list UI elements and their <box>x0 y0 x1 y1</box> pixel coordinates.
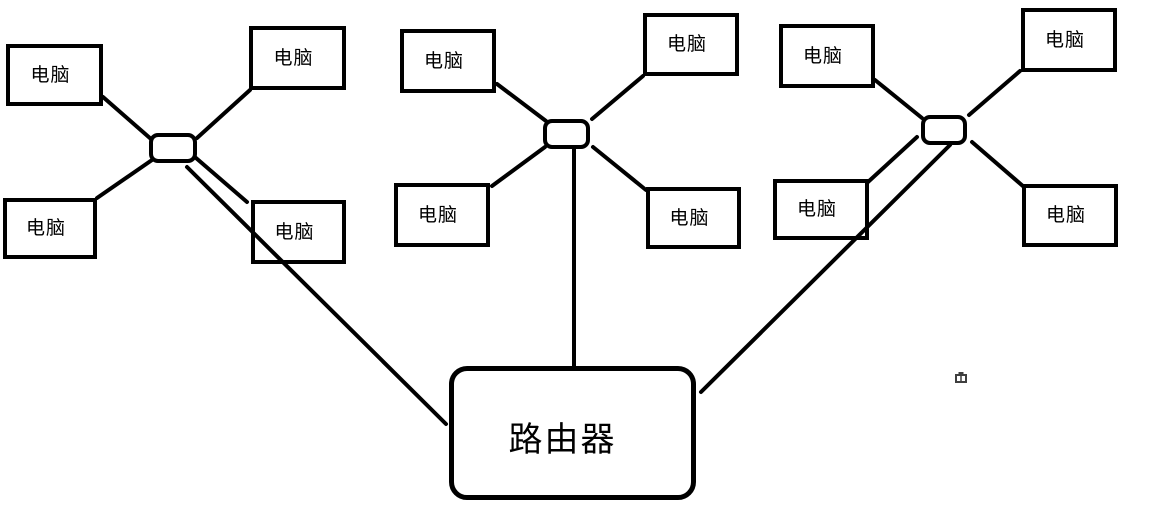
cable-right-tr-to-switch <box>967 69 1022 117</box>
cable-right-bl-to-switch <box>866 135 919 184</box>
computer-box-left-top-right: 电脑 <box>249 26 346 90</box>
computer-box-right-bottom-right: 电脑 <box>1022 184 1118 247</box>
cable-right-br-to-switch <box>970 140 1026 189</box>
computer-label: 电脑 <box>1045 204 1086 226</box>
cable-left-tl-to-switch <box>101 95 153 141</box>
cable-center-bl-to-switch <box>490 145 547 188</box>
computer-box-left-top-left: 电脑 <box>6 44 103 106</box>
computer-label: 电脑 <box>273 46 314 69</box>
cable-left-bl-to-switch <box>95 158 154 200</box>
computer-label: 电脑 <box>802 44 843 67</box>
computer-box-right-top-right: 电脑 <box>1021 8 1117 72</box>
tiny-window-glyph-icon <box>954 368 968 387</box>
computer-label: 电脑 <box>666 33 707 55</box>
cable-left-br-to-switch <box>194 156 249 204</box>
cable-left-tr-to-switch <box>195 88 252 140</box>
computer-box-left-bottom-right: 电脑 <box>251 200 346 264</box>
router-label: 路由器 <box>508 419 617 460</box>
computer-box-center-bottom-right: 电脑 <box>646 187 741 249</box>
cable-center-tr-to-switch <box>590 74 645 121</box>
cable-center-br-to-switch <box>591 145 648 192</box>
computer-box-left-bottom-left: 电脑 <box>3 198 97 259</box>
switch-node-center <box>543 119 590 149</box>
computer-label: 电脑 <box>796 198 837 220</box>
computer-box-right-bottom-left: 电脑 <box>773 179 869 240</box>
cable-right-tl-to-switch <box>873 78 924 120</box>
computer-label: 电脑 <box>423 49 464 72</box>
computer-box-center-bottom-left: 电脑 <box>394 183 490 247</box>
switch-node-left <box>149 133 197 163</box>
computer-box-center-top-left: 电脑 <box>400 29 496 93</box>
computer-label: 电脑 <box>25 217 66 239</box>
router-box: 路由器 <box>449 366 696 500</box>
computer-box-center-top-right: 电脑 <box>643 13 739 76</box>
computer-label: 电脑 <box>669 206 710 229</box>
switch-node-right <box>921 115 967 145</box>
computer-label: 电脑 <box>274 220 315 243</box>
computer-box-right-top-left: 电脑 <box>779 24 875 88</box>
cable-center-tl-to-switch <box>495 82 548 123</box>
computer-label: 电脑 <box>1044 28 1085 51</box>
tiny-window-glyph-svg <box>955 372 967 383</box>
computer-label: 电脑 <box>30 63 71 86</box>
computer-label: 电脑 <box>417 203 458 226</box>
